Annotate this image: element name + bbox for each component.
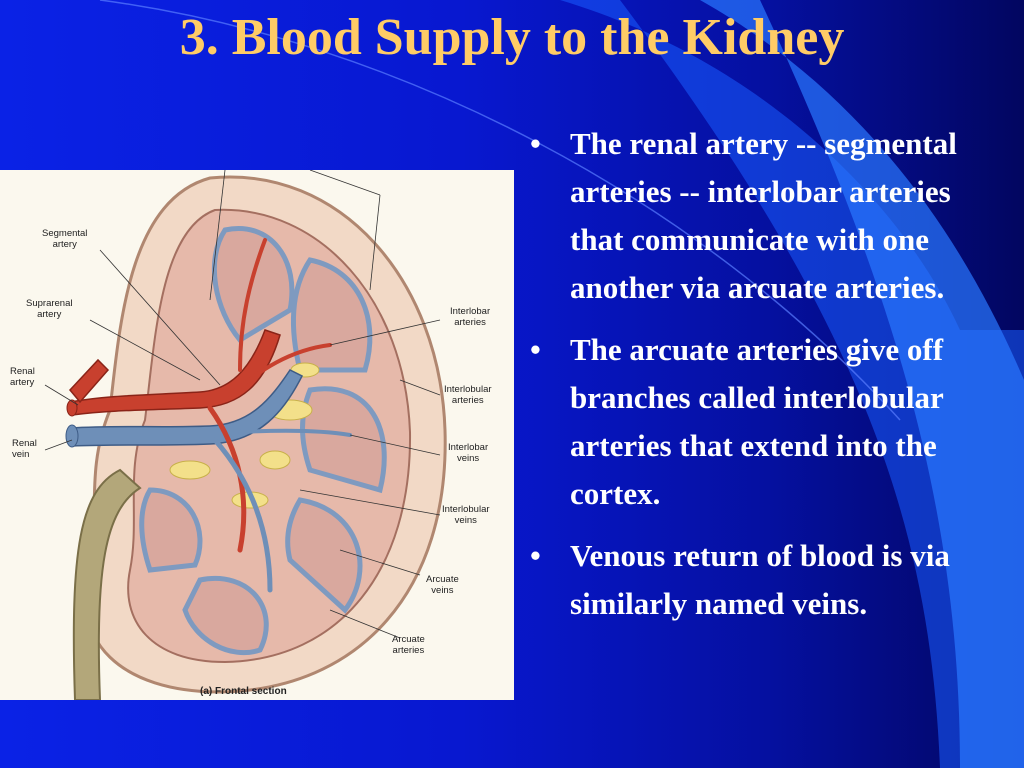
bullet-item: • Venous return of blood is via similarl… [530, 532, 1010, 628]
label-interlobar-arteries: Interlobar arteries [450, 306, 491, 328]
label-renal-artery: Renal artery [10, 366, 35, 388]
bullet-dot: • [530, 538, 541, 573]
renal-artery-shape [69, 329, 281, 416]
bullet-list: • The renal artery -- segmental arteries… [530, 120, 1010, 642]
bullet-text: The arcuate arteries give off branches c… [570, 332, 944, 511]
bullet-dot: • [530, 332, 541, 367]
label-renal-vein: Renal vein [12, 438, 37, 460]
bullet-text: Venous return of blood is via similarly … [570, 538, 950, 621]
label-arcuate-veins: Arcuate veins [426, 574, 459, 596]
bullet-text: The renal artery -- segmental arteries -… [570, 126, 957, 305]
ureter [72, 468, 142, 700]
bullet-item: • The arcuate arteries give off branches… [530, 326, 1010, 518]
renal-vein-shape [69, 369, 304, 447]
kidney-diagram: Segmental artery Suprarenal artery Renal… [0, 170, 514, 700]
label-interlobular-veins: Interlobular veins [442, 504, 490, 526]
kidney-illustration [44, 170, 447, 700]
bullet-dot: • [530, 126, 541, 161]
bullet-item: • The renal artery -- segmental arteries… [530, 120, 1010, 312]
label-interlobar-veins: Interlobar veins [448, 442, 489, 464]
label-segmental-artery: Segmental artery [42, 228, 88, 250]
slide-title: 3. Blood Supply to the Kidney [179, 9, 845, 66]
label-arcuate-arteries: Arcuate arteries [392, 634, 425, 656]
label-interlobular-arteries: Interlobular arteries [444, 384, 492, 406]
label-suprarenal-artery: Suprarenal artery [26, 298, 73, 320]
figure-caption: (a) Frontal section [200, 686, 287, 697]
